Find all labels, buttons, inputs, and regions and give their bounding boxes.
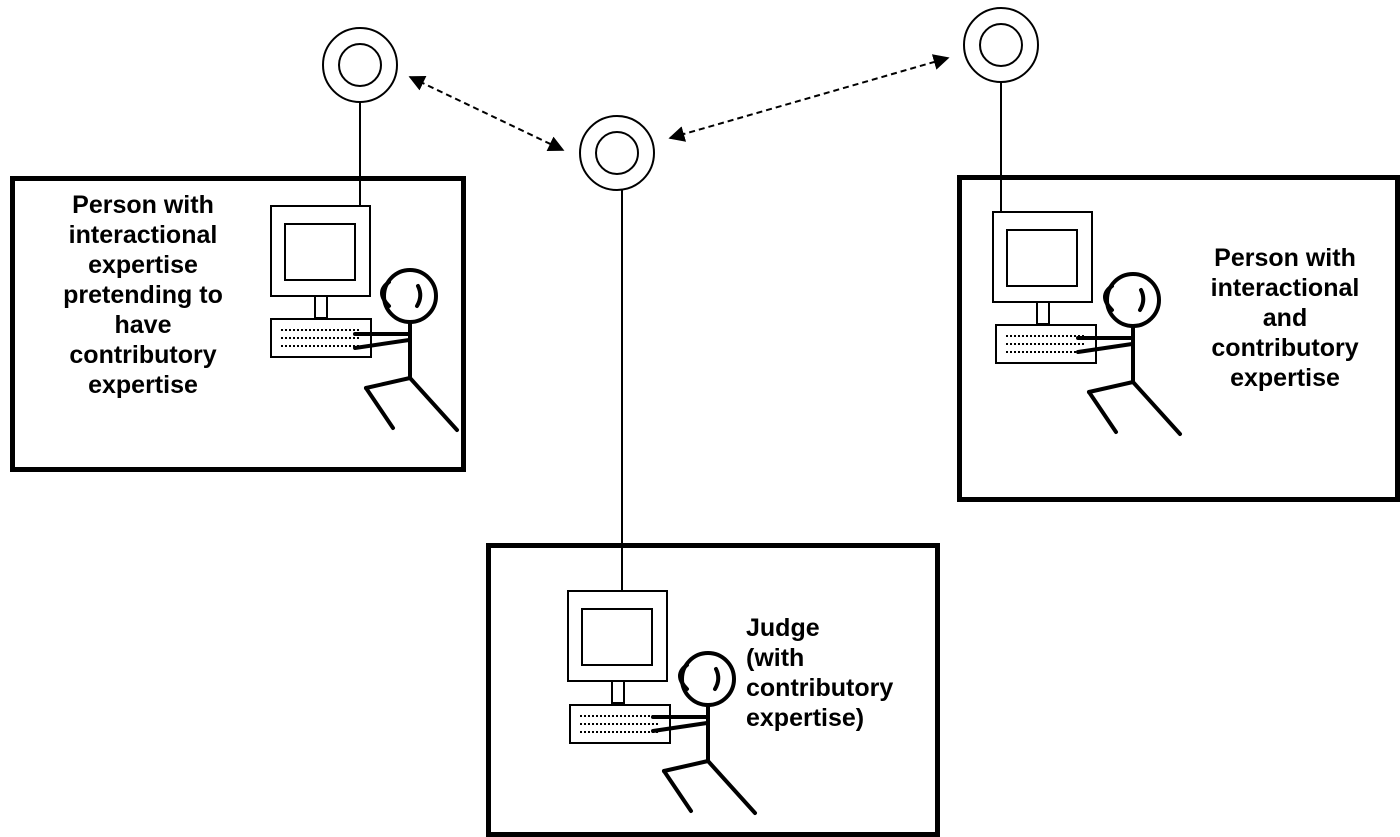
- keyboard-icon: [569, 704, 671, 744]
- label-line: Judge: [746, 614, 820, 642]
- bidirectional-arrow-icon: [668, 54, 950, 142]
- network-node-icon: [322, 27, 398, 103]
- label-line: (with: [746, 644, 805, 672]
- label-line: expertise): [746, 704, 865, 732]
- label-line: and: [1262, 304, 1308, 332]
- stick-figure-icon: [353, 268, 459, 432]
- terminal-icon: [567, 590, 668, 704]
- label-line: expertise: [1230, 364, 1340, 392]
- judge-workstation: [567, 590, 757, 815]
- label-line: interactional: [68, 221, 218, 249]
- keyboard-icon: [995, 324, 1097, 364]
- label-line: pretending to: [63, 281, 223, 309]
- network-node-icon: [963, 7, 1039, 83]
- bidirectional-arrow-icon: [408, 75, 565, 152]
- label-line: expertise: [88, 371, 198, 399]
- network-node-icon: [579, 115, 655, 191]
- label-line: have: [114, 311, 172, 339]
- label-line: expertise: [88, 251, 198, 279]
- left-participant-label: Person with interactional expertise pret…: [38, 190, 248, 400]
- label-line: Person with: [1214, 244, 1356, 272]
- label-line: contributory: [1211, 334, 1359, 362]
- label-line: interactional: [1210, 274, 1360, 302]
- terminal-icon: [270, 205, 371, 319]
- left-participant-box: [10, 176, 466, 472]
- label-line: contributory: [746, 674, 894, 702]
- label-line: Person with: [72, 191, 214, 219]
- stick-figure-icon: [651, 651, 757, 815]
- keyboard-icon: [270, 318, 372, 358]
- left-workstation: [270, 205, 459, 432]
- right-participant-label: Person with interactional and contributo…: [1180, 243, 1390, 393]
- right-workstation: [992, 211, 1182, 436]
- stick-figure-icon: [1076, 272, 1182, 436]
- label-line: contributory: [69, 341, 217, 369]
- judge-label: Judge (with contributory expertise): [746, 613, 893, 733]
- terminal-icon: [992, 211, 1093, 325]
